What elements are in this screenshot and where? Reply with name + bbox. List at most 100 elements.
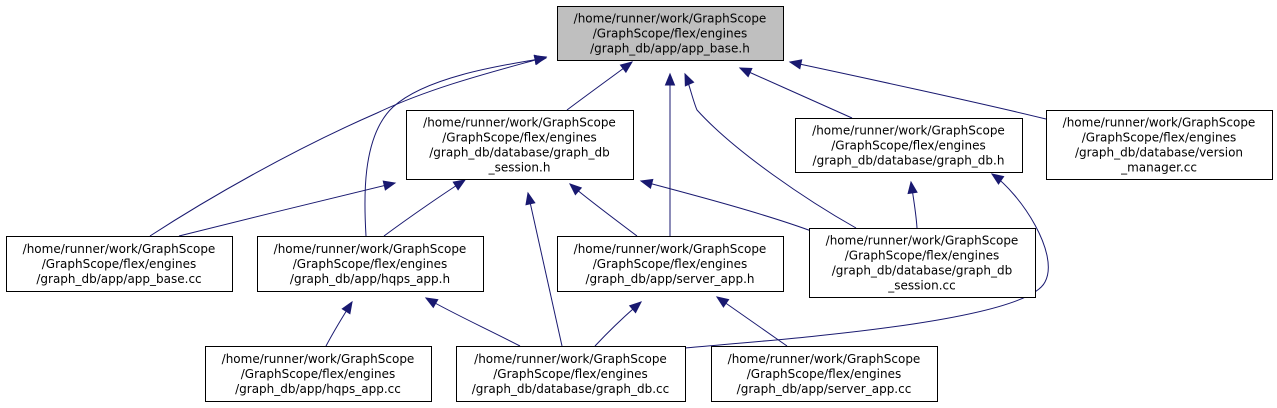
node-label-line: /home/runner/work/GraphScope xyxy=(474,352,667,366)
edge-hqps_app_cc-to-hqps_app_h xyxy=(325,300,353,347)
node-box[interactable] xyxy=(1046,110,1273,180)
node-label-line: _session.h xyxy=(488,161,551,175)
node-box[interactable] xyxy=(257,236,484,292)
node-label-line: /graph_db/database/graph_db xyxy=(832,264,1013,278)
edge-line xyxy=(383,179,466,237)
node-label-line: /home/runner/work/GraphScope xyxy=(574,12,767,26)
edge-server_app_cc-to-server_app_h xyxy=(715,296,788,347)
edge-line xyxy=(527,192,563,347)
node-label-line: /home/runner/work/GraphScope xyxy=(423,116,616,130)
node-graph_db_h[interactable]: /home/runner/work/GraphScope/GraphScope/… xyxy=(795,118,1023,173)
node-server_app_cc[interactable]: /home/runner/work/GraphScope/GraphScope/… xyxy=(711,346,938,402)
node-label-line: /GraphScope/flex/engines xyxy=(493,367,648,381)
node-hqps_app_cc[interactable]: /home/runner/work/GraphScope/GraphScope/… xyxy=(205,346,432,402)
node-version_manager_cc[interactable]: /home/runner/work/GraphScope/GraphScope/… xyxy=(1046,110,1273,180)
edge-line xyxy=(789,61,1047,120)
arrowhead xyxy=(382,180,397,191)
arrowhead xyxy=(569,183,583,196)
arrowhead xyxy=(628,301,643,314)
node-label-line: /graph_db/database/graph_db.cc xyxy=(472,382,670,396)
node-box[interactable] xyxy=(711,346,938,402)
node-box[interactable] xyxy=(456,346,686,402)
arrowhead xyxy=(525,191,536,206)
edge-graph_db_cc-to-server_app_h xyxy=(594,301,643,347)
node-label-line: /graph_db/database/graph_db.h xyxy=(813,154,1005,168)
node-label-line: /graph_db/app/server_app.h xyxy=(585,272,754,286)
edge-line xyxy=(569,183,638,237)
arrowhead xyxy=(990,173,1005,185)
edge-graph_db_cc-to-graph_db_h xyxy=(684,173,1049,349)
node-server_app_h[interactable]: /home/runner/work/GraphScope/GraphScope/… xyxy=(557,236,784,292)
edge-line xyxy=(149,56,547,237)
node-label-line: /home/runner/work/GraphScope xyxy=(812,124,1005,138)
edge-line xyxy=(178,182,396,237)
edge-graph_db_h-to-app_base_h xyxy=(738,67,853,119)
edge-graph_db_cc-to-graph_db_session_h xyxy=(525,191,563,347)
node-box[interactable] xyxy=(557,236,784,292)
edges-layer xyxy=(149,54,1049,349)
edge-line xyxy=(739,67,853,119)
node-box[interactable] xyxy=(557,6,784,61)
arrowhead xyxy=(715,296,730,308)
arrowhead xyxy=(639,178,654,190)
node-graph_db_session_cc[interactable]: /home/runner/work/GraphScope/GraphScope/… xyxy=(809,228,1036,298)
node-label-line: /GraphScope/flex/engines xyxy=(831,139,986,153)
node-box[interactable] xyxy=(406,110,634,180)
node-label-line: /GraphScope/flex/engines xyxy=(593,27,748,41)
node-box[interactable] xyxy=(6,236,233,292)
node-label-line: /graph_db/app/app_base.h xyxy=(590,42,750,56)
node-label-line: _session.cc xyxy=(887,279,955,293)
edge-line xyxy=(364,57,547,237)
edge-graph_db_session_cc-to-graph_db_h xyxy=(907,180,918,229)
arrowhead xyxy=(738,67,753,78)
node-box[interactable] xyxy=(795,118,1023,173)
node-label-line: /home/runner/work/GraphScope xyxy=(574,242,767,256)
node-label-line: /GraphScope/flex/engines xyxy=(747,367,902,381)
node-box[interactable] xyxy=(205,346,432,402)
arrowhead xyxy=(664,72,676,86)
node-label-line: /GraphScope/flex/engines xyxy=(293,257,448,271)
arrowhead xyxy=(907,180,918,195)
node-graph_db_cc[interactable]: /home/runner/work/GraphScope/GraphScope/… xyxy=(456,346,686,402)
edge-line xyxy=(684,73,857,229)
edge-version_manager_cc-to-app_base_h xyxy=(788,59,1047,120)
node-label-line: /graph_db/app/server_app.cc xyxy=(737,382,912,396)
node-label-line: /home/runner/work/GraphScope xyxy=(23,242,216,256)
node-app_base_h[interactable]: /home/runner/work/GraphScope/GraphScope/… xyxy=(557,6,784,61)
edge-line xyxy=(684,173,1049,349)
edge-server_app_h-to-app_base_h xyxy=(664,72,676,236)
edge-line xyxy=(640,180,815,233)
node-label-line: /home/runner/work/GraphScope xyxy=(826,234,1019,248)
edge-line xyxy=(716,296,788,347)
node-label-line: /graph_db/app/app_base.cc xyxy=(36,272,201,286)
edge-app_base_cc-to-graph_db_session_h xyxy=(178,180,397,237)
nodes-layer: /home/runner/work/GraphScope/GraphScope/… xyxy=(6,6,1273,402)
node-label-line: /graph_db/app/hqps_app.h xyxy=(290,272,450,286)
node-app_base_cc[interactable]: /home/runner/work/GraphScope/GraphScope/… xyxy=(6,236,233,292)
edge-graph_db_session_cc-to-graph_db_session_h xyxy=(639,178,815,233)
arrowhead xyxy=(424,297,439,309)
node-box[interactable] xyxy=(809,228,1036,298)
node-label-line: /home/runner/work/GraphScope xyxy=(728,352,921,366)
arrowhead xyxy=(533,54,548,65)
node-label-line: /GraphScope/flex/engines xyxy=(593,257,748,271)
node-label-line: /graph_db/database/version xyxy=(1075,146,1243,160)
edge-hqps_app_h-to-app_base_h xyxy=(364,54,548,237)
arrowhead xyxy=(619,61,634,74)
arrowhead xyxy=(788,59,803,70)
edge-graph_db_cc-to-hqps_app_h xyxy=(424,297,521,347)
node-label-line: /GraphScope/flex/engines xyxy=(845,249,1000,263)
node-graph_db_session_h[interactable]: /home/runner/work/GraphScope/GraphScope/… xyxy=(406,110,634,180)
arrowhead xyxy=(684,72,695,87)
edge-server_app_h-to-graph_db_session_h xyxy=(569,183,638,237)
edge-graph_db_session_h-to-app_base_h xyxy=(566,61,634,111)
edge-line xyxy=(425,297,521,347)
node-label-line: /graph_db/app/hqps_app.cc xyxy=(235,382,401,396)
node-label-line: /graph_db/database/graph_db xyxy=(429,146,610,160)
node-label-line: /home/runner/work/GraphScope xyxy=(222,352,415,366)
node-label-line: /GraphScope/flex/engines xyxy=(42,257,197,271)
node-label-line: /home/runner/work/GraphScope xyxy=(274,242,467,256)
node-label-line: /home/runner/work/GraphScope xyxy=(1063,116,1256,130)
node-hqps_app_h[interactable]: /home/runner/work/GraphScope/GraphScope/… xyxy=(257,236,484,292)
